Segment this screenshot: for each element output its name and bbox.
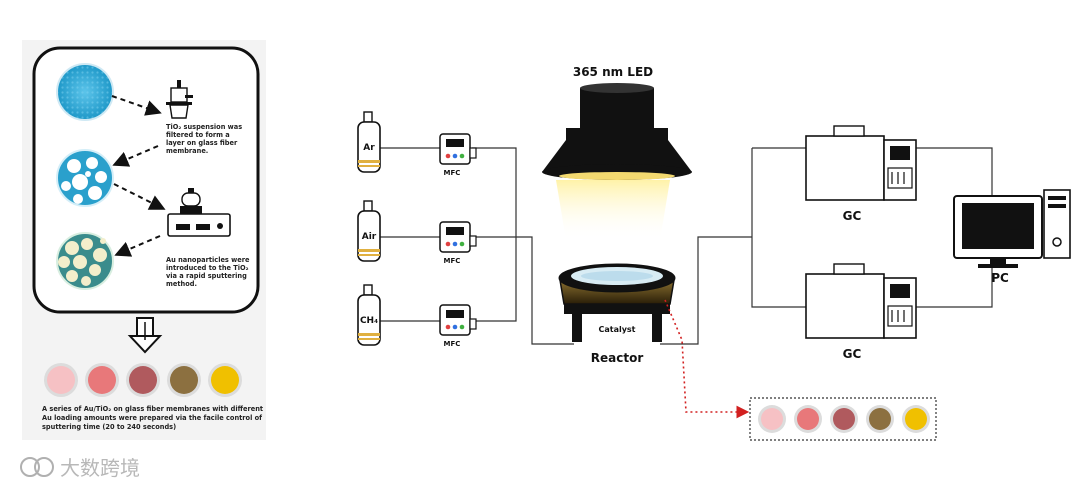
sputtering-machine-icon [167, 188, 231, 237]
dashed-arrow [112, 145, 159, 167]
catalyst-label: Catalyst [598, 325, 635, 334]
sample-dot [47, 366, 75, 394]
dashed-arrow [114, 235, 161, 257]
mfc-label: MFC [444, 257, 461, 265]
gas-label: Ar [363, 143, 375, 153]
gc-unit-1: GC [805, 125, 917, 223]
preparation-panel: TiO₂ suspension was filtered to form a l… [22, 40, 266, 440]
tio2-membrane [56, 149, 114, 207]
sample-dot [88, 366, 116, 394]
sample-dot [170, 366, 198, 394]
mfc-3: MFC [439, 304, 477, 348]
mfc-1: MFC [439, 133, 477, 177]
dashed-arrow [111, 95, 162, 116]
sample-pointer-arrow [664, 299, 750, 419]
filtration-apparatus-icon [166, 80, 193, 119]
mfc-2: MFC [439, 221, 477, 265]
lamp-label: 365 nm LED [573, 65, 653, 79]
pc-label: PC [991, 271, 1009, 285]
pc: PC [953, 189, 1071, 285]
gc-label: GC [843, 347, 862, 361]
reactor-label: Reactor [591, 351, 644, 365]
light-beam [556, 180, 670, 240]
flow-lines [380, 147, 993, 345]
sample-box-dot [797, 408, 819, 430]
gc-unit-2: GC [805, 263, 917, 361]
gc-label: GC [843, 209, 862, 223]
watermark: 大数跨境 [20, 456, 140, 480]
bare-membrane [56, 63, 114, 121]
gas-cylinder-ar: Ar [357, 111, 381, 173]
gas-cylinder-ch4: CH₄ [357, 284, 381, 346]
led-lamp: 365 nm LED [542, 65, 692, 240]
sample-dot [211, 366, 239, 394]
sample-series [44, 363, 242, 397]
sample-dot [129, 366, 157, 394]
sample-box [749, 397, 937, 441]
reactor: Catalyst Reactor [558, 263, 676, 365]
sample-box-dots [758, 405, 930, 433]
sample-box-dot [833, 408, 855, 430]
sample-box-dot [761, 408, 783, 430]
series-caption: A series of Au/TiO₂ on glass fiber membr… [42, 405, 265, 431]
au-tio2-membrane [56, 232, 114, 290]
mfc-label: MFC [444, 340, 461, 348]
down-arrow-icon [127, 317, 163, 354]
watermark-text: 大数跨境 [60, 456, 140, 480]
mfc-label: MFC [444, 169, 461, 177]
sputtering-step-text: Au nanoparticles were introduced to the … [166, 256, 252, 288]
sample-box-dot [869, 408, 891, 430]
sample-box-dot [905, 408, 927, 430]
gas-label: CH₄ [360, 316, 378, 326]
gas-cylinder-air: Air [357, 200, 381, 262]
gas-label: Air [362, 232, 377, 242]
filtration-step-text: TiO₂ suspension was filtered to form a l… [166, 123, 244, 155]
